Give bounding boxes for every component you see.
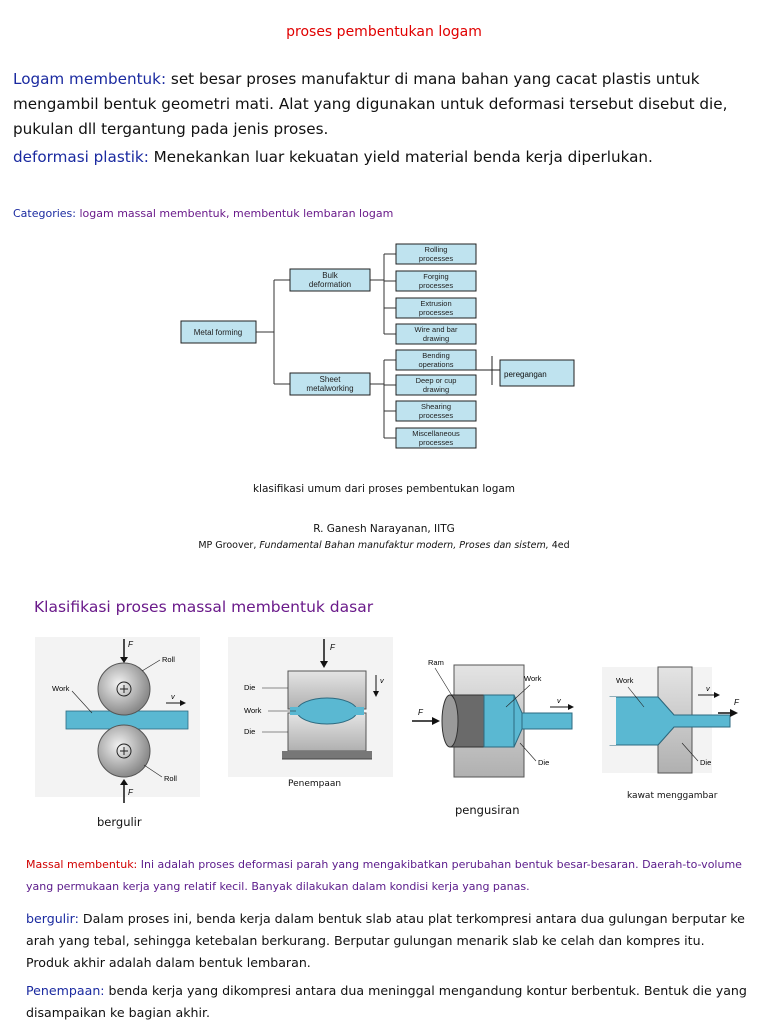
caption-extrusion: pengusiran: [455, 803, 520, 817]
extrusion-v-label: v: [557, 696, 562, 705]
tree-child-label: Bending: [422, 351, 450, 360]
tree-bulk-box: [289, 268, 371, 292]
credit-author: R. Ganesh Narayanan, IITG: [313, 523, 455, 535]
tree-child-label: processes: [419, 308, 453, 317]
rolling-v-label: v: [171, 692, 176, 701]
tree-child-label: Deep or cup: [416, 376, 457, 385]
credit-reference: MP Groover, Fundamental Bahan manufaktur…: [0, 540, 768, 551]
forging-die-bottom: Die: [244, 727, 255, 736]
rolling-F-top: F: [128, 640, 134, 649]
forging-figure: F v Die Work Die: [228, 637, 393, 777]
tree-child-box: [395, 374, 477, 396]
forging-F-label: F: [330, 643, 336, 652]
tree-bulk-label-2: deformation: [309, 280, 351, 289]
tree-child-label: Extrusion: [420, 299, 451, 308]
logam-text: set besar proses manufaktur di mana baha…: [13, 70, 728, 138]
massal-paragraph: Massal membentuk: Ini adalah proses defo…: [26, 854, 746, 898]
tree-child-label: Wire and bar: [415, 325, 458, 334]
rolling-roll-bottom: Roll: [164, 774, 177, 783]
credit-ref-prefix: MP Groover,: [198, 540, 260, 551]
tree-child-label: drawing: [423, 334, 449, 343]
rolling-F-bottom: F: [128, 788, 134, 797]
deformasi-term: deformasi plastik:: [13, 148, 149, 166]
bergulir-paragraph: bergulir: Dalam proses ini, benda kerja …: [26, 908, 748, 974]
tree-root-label: Metal forming: [194, 328, 242, 337]
penempaan-text: benda kerja yang dikompresi antara dua m…: [26, 983, 747, 1020]
tree-bulk-children: Rolling processes Forging processes Extr…: [395, 243, 477, 345]
tree-child-box: [395, 427, 477, 449]
page-title: proses pembentukan logam: [286, 24, 482, 40]
section2-title: Klasifikasi proses massal membentuk dasa…: [34, 598, 374, 616]
credit-ref-suffix: 4ed: [548, 540, 570, 551]
penempaan-paragraph: Penempaan: benda kerja yang dikompresi a…: [26, 980, 748, 1024]
rolling-roll-top: Roll: [162, 655, 175, 664]
drawing-v-label: v: [706, 684, 711, 693]
intro-deformasi-paragraph: deformasi plastik: Menekankan luar kekua…: [13, 145, 758, 170]
drawing-F-label: F: [734, 698, 740, 707]
forging-work-label: Work: [244, 706, 262, 715]
tree-child-label: operations: [418, 360, 453, 369]
massal-text: Ini adalah proses deformasi parah yang m…: [26, 858, 742, 893]
rolling-figure: F F Roll Roll Work v: [35, 637, 200, 803]
forging-v-label: v: [380, 676, 385, 685]
extrusion-figure: Ram Work F v Die: [412, 658, 574, 778]
bergulir-text: Dalam proses ini, benda kerja dalam bent…: [26, 911, 745, 970]
peregangan-label: peregangan: [504, 370, 547, 379]
bergulir-term: bergulir:: [26, 911, 79, 926]
tree-child-label: processes: [419, 411, 453, 420]
credit-ref-italic: Fundamental Bahan manufaktur modern, Pro…: [259, 540, 549, 551]
intro-logam-paragraph: Logam membentuk: set besar proses manufa…: [13, 67, 758, 142]
tree-child-box: [395, 297, 477, 319]
categories-line: Categories: logam massal membentuk, memb…: [13, 207, 393, 220]
forging-die-top: Die: [244, 683, 255, 692]
tree-child-label: processes: [419, 438, 453, 447]
tree-bulk-label-1: Bulk: [322, 271, 339, 280]
tree-child-label: processes: [419, 254, 453, 263]
extrusion-F-label: F: [418, 708, 424, 717]
tree-child-label: Forging: [423, 272, 448, 281]
tree-child-label: Miscellaneous: [412, 429, 460, 438]
bulk-process-figures: F F Roll Roll Work v F v Die Work Die: [35, 637, 740, 803]
tree-child-label: processes: [419, 281, 453, 290]
tree-sheet-label-1: Sheet: [320, 375, 342, 384]
peregangan-box: [499, 359, 575, 387]
tree-child-box: [395, 349, 477, 371]
tree-child-box: [395, 400, 477, 422]
tree-root-box: [180, 320, 257, 344]
wire-drawing-figure: Work v F Die: [602, 666, 740, 774]
deformasi-text: Menekankan luar kekuatan yield material …: [148, 148, 653, 166]
categories-text: logam massal membentuk, membentuk lembar…: [76, 207, 394, 220]
rolling-work-label: Work: [52, 684, 70, 693]
caption-drawing: kawat menggambar: [627, 791, 718, 801]
drawing-work-label: Work: [616, 676, 634, 685]
tree-sheet-children: Bending operations Deep or cup drawing S…: [395, 349, 477, 449]
tree-child-box: [395, 270, 477, 292]
caption-forging: Penempaan: [288, 779, 342, 789]
massal-term: Massal membentuk:: [26, 858, 138, 871]
tree-sheet-box: [289, 372, 371, 396]
figure-caption: klasifikasi umum dari proses pembentukan…: [252, 483, 516, 495]
extrusion-ram-label: Ram: [428, 658, 444, 667]
drawing-die-label: Die: [700, 758, 711, 767]
tree-child-box: [395, 323, 477, 345]
caption-rolling: bergulir: [97, 815, 142, 829]
extrusion-die-label: Die: [538, 758, 549, 767]
tree-child-box: [395, 243, 477, 265]
tree-child-label: Rolling: [425, 245, 448, 254]
tree-sheet-label-2: metalworking: [306, 384, 353, 393]
categories-label: Categories:: [13, 207, 76, 220]
penempaan-term: Penempaan:: [26, 983, 105, 998]
tree-child-label: Shearing: [421, 402, 451, 411]
tree-child-label: drawing: [423, 385, 449, 394]
metal-forming-tree: Metal forming Bulk deformation Sheet met…: [180, 243, 575, 449]
extrusion-work-label: Work: [524, 674, 542, 683]
logam-term: Logam membentuk:: [13, 70, 167, 88]
